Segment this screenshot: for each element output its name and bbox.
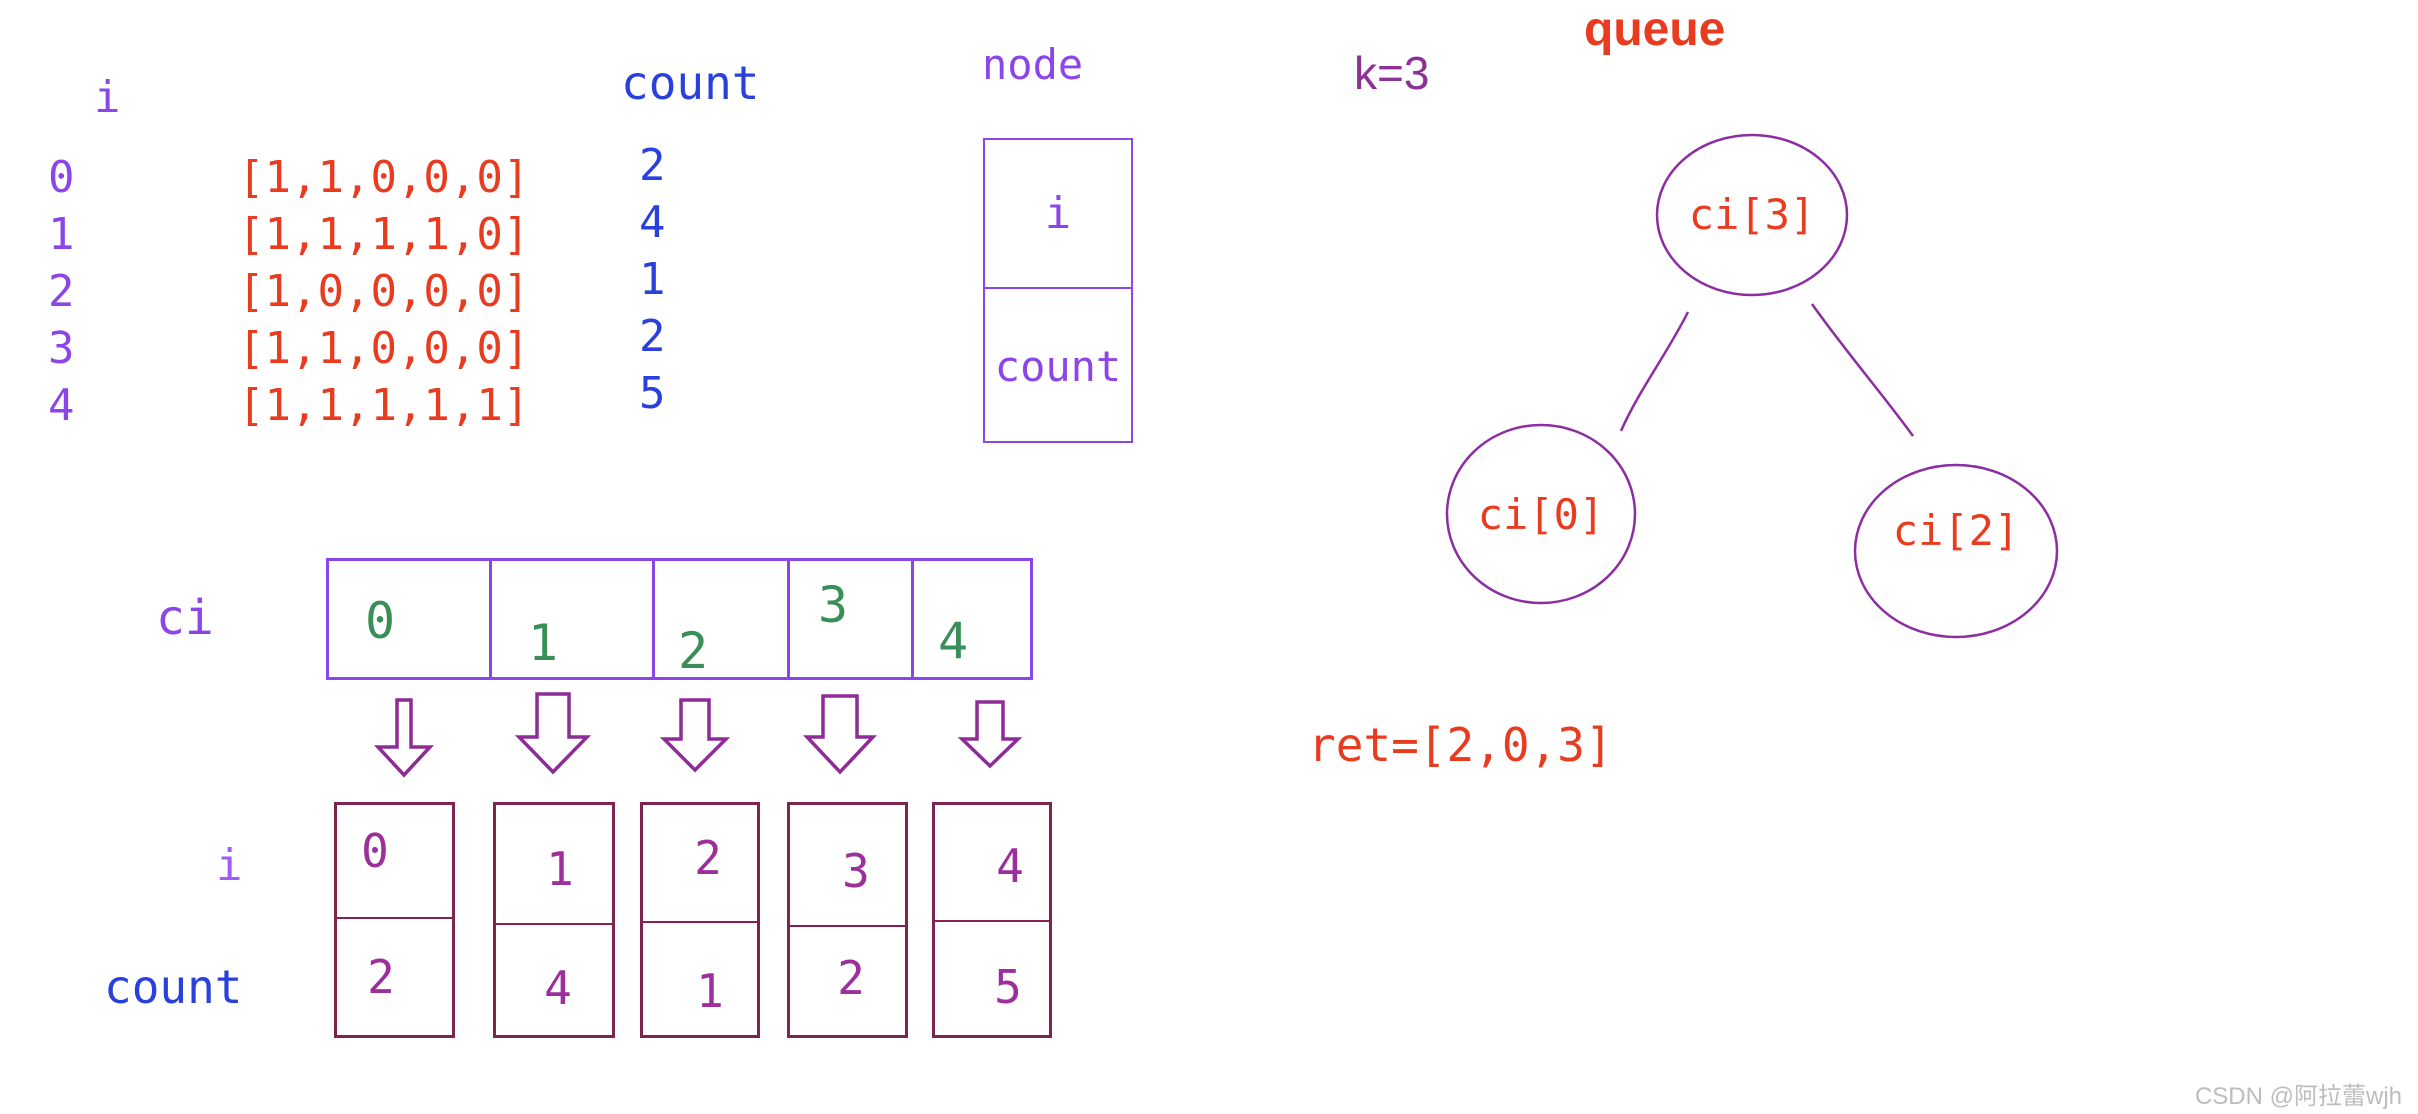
node-i-value: 1 [546, 842, 574, 896]
node-field-i: i [1044, 188, 1072, 239]
watermark: CSDN @阿拉蕾wjh [2194, 1083, 2402, 1110]
ret-result-label: ret=[2,0,3] [1308, 718, 1613, 772]
heap-node-box: 1 4 [493, 802, 615, 1038]
row-index: 3 [48, 323, 75, 374]
node-count-value: 2 [837, 951, 865, 1005]
row-count: 5 [639, 368, 666, 419]
ci-cell-value: 0 [364, 592, 396, 650]
row-count: 4 [639, 197, 666, 248]
down-arrow-icon [659, 698, 731, 773]
down-arrow-icon [957, 700, 1023, 769]
ci-cell-value: 1 [527, 614, 559, 672]
tree-right-child-circle [1853, 463, 2059, 639]
tree-right-child-label: ci[2] [1892, 506, 2020, 555]
row-array: [1,0,0,0,0] [238, 266, 530, 317]
row-count: 2 [639, 140, 666, 191]
node-divider [496, 923, 612, 925]
row-index: 0 [48, 152, 75, 203]
row-index: 2 [48, 266, 75, 317]
node-count-value: 1 [696, 964, 724, 1018]
row-count: 2 [639, 311, 666, 362]
heap-tree-drawing [1445, 133, 2059, 639]
table-count-header: count [621, 56, 760, 110]
row-array: [1,1,1,1,1] [238, 380, 530, 431]
node-count-value: 2 [367, 950, 395, 1004]
node-divider [790, 925, 905, 927]
tree-left-child-circle [1445, 423, 1637, 605]
node-i-value: 0 [361, 824, 389, 878]
arrows-row [373, 692, 1023, 778]
down-arrow-icon [802, 694, 878, 775]
heap-node-box: 2 1 [640, 802, 760, 1038]
cell-divider [911, 561, 914, 677]
row-index: 1 [48, 209, 75, 260]
node-divider [935, 920, 1049, 922]
ci-array-box: 0 1 2 3 4 [326, 558, 1033, 680]
node-row-i-label: i [216, 840, 243, 891]
k-value-label: k=3 [1354, 47, 1430, 99]
row-array: [1,1,1,1,0] [238, 209, 530, 260]
ci-cell-value: 2 [677, 622, 709, 680]
down-arrow-icon [514, 692, 592, 775]
heap-node-box: 0 2 [334, 802, 455, 1038]
tree-left-child-label: ci[0] [1477, 490, 1605, 539]
cell-divider [787, 561, 790, 677]
row-count: 1 [639, 254, 666, 305]
node-count-value: 5 [994, 960, 1022, 1014]
node-row-count-label: count [104, 960, 243, 1014]
heap-node-box: 3 2 [787, 802, 908, 1038]
node-i-value: 3 [842, 844, 870, 898]
tree-root-label: ci[3] [1688, 190, 1816, 239]
ci-array-label: ci [156, 590, 214, 646]
node-field-count: count [985, 287, 1131, 443]
ci-cell-value: 4 [937, 612, 969, 670]
queue-title: queue [1584, 3, 1726, 56]
node-struct-box: i count [983, 138, 1133, 443]
row-array: [1,1,0,0,0] [238, 323, 530, 374]
node-divider [643, 921, 757, 923]
ci-cell-value: 3 [817, 576, 849, 634]
cell-divider [489, 561, 492, 677]
cell-divider [652, 561, 655, 677]
tree-root-circle [1655, 133, 1849, 297]
row-array: [1,1,0,0,0] [238, 152, 530, 203]
node-divider [337, 917, 452, 919]
heap-node-box: 4 5 [932, 802, 1052, 1038]
row-index: 4 [48, 380, 75, 431]
node-i-value: 2 [694, 831, 722, 885]
node-struct-title: node [982, 40, 1084, 89]
node-i-value: 4 [996, 839, 1024, 893]
table-i-header: i [94, 72, 121, 123]
tree-edge-left [1619, 311, 1690, 432]
node-count-value: 4 [544, 961, 572, 1015]
tree-edge-right [1810, 303, 1915, 437]
down-arrow-icon [373, 698, 435, 778]
